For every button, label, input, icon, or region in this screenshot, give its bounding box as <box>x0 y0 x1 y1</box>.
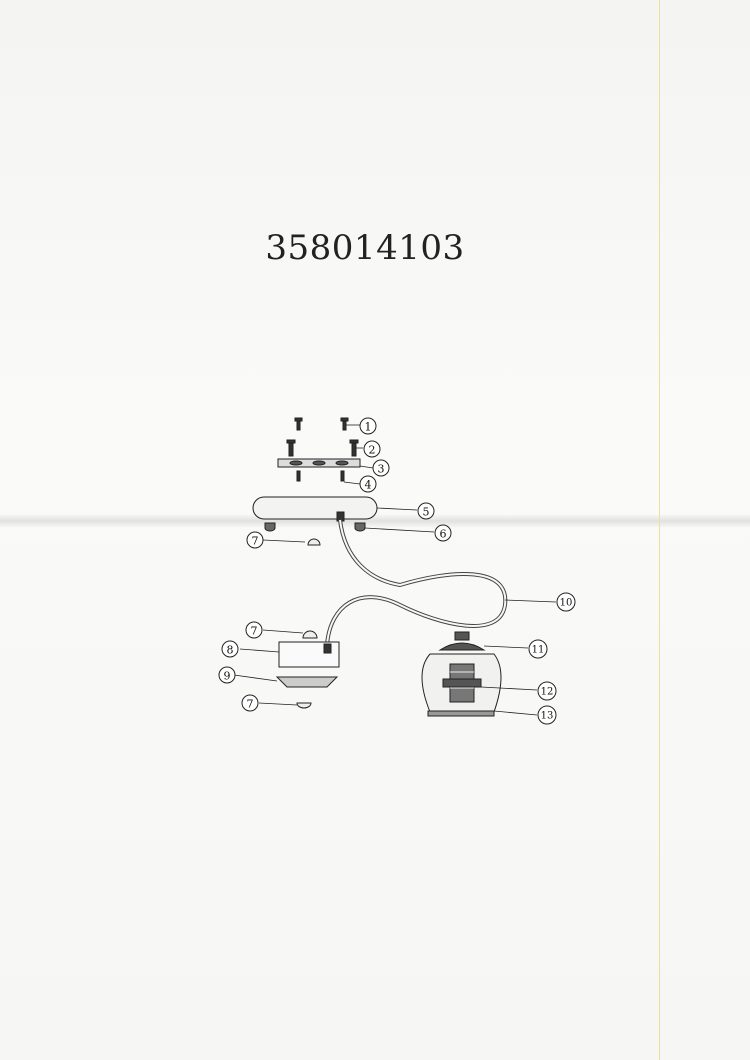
part-7-cap-middle <box>302 630 318 639</box>
part-6-caps <box>264 522 366 532</box>
part-7-cap-lower <box>296 702 312 709</box>
callout-7-lower: 7 <box>241 694 259 712</box>
model-number-title: 358014103 <box>265 228 465 268</box>
callout-7-middle: 7 <box>245 621 263 639</box>
part-3-mounting-bracket <box>277 458 361 468</box>
part-9-cover-plate <box>275 676 339 688</box>
callout-8-label: 8 <box>227 644 234 657</box>
callout-5: 5 <box>417 502 435 520</box>
leader-lines <box>233 424 557 716</box>
callout-12-label: 12 <box>541 687 554 698</box>
margin-rule <box>659 0 660 1060</box>
callout-7-upper: 7 <box>246 531 264 549</box>
callout-13: 13 <box>537 705 557 725</box>
callout-3: 3 <box>372 459 390 477</box>
callout-7-lower-label: 7 <box>247 698 254 711</box>
part-5-canopy-base <box>252 496 378 522</box>
callout-4: 4 <box>359 475 377 493</box>
part-7-cap-upper <box>307 538 321 546</box>
callout-10-label: 10 <box>560 598 573 609</box>
callout-9-label: 9 <box>224 670 231 683</box>
callout-7-middle-label: 7 <box>251 625 258 638</box>
callout-6-label: 6 <box>440 528 447 541</box>
callout-4-label: 4 <box>365 479 372 492</box>
callout-13-label: 13 <box>541 711 554 722</box>
callout-8: 8 <box>221 640 239 658</box>
part-11-lamp-holder <box>438 631 486 651</box>
part-12-socket <box>442 663 482 703</box>
part-2-bolts <box>286 439 359 457</box>
callout-2-label: 2 <box>369 444 376 457</box>
callout-11: 11 <box>528 639 548 659</box>
callout-9: 9 <box>218 666 236 684</box>
callout-3-label: 3 <box>378 463 385 476</box>
callout-1-label: 1 <box>365 421 372 434</box>
part-4-screws <box>296 470 345 482</box>
part-10-gooseneck-arm <box>325 519 508 646</box>
paper-fold-line <box>0 514 750 528</box>
callout-2: 2 <box>363 440 381 458</box>
callout-5-label: 5 <box>423 506 430 519</box>
callout-12: 12 <box>537 681 557 701</box>
part-8-junction-box <box>278 641 340 668</box>
callout-7-upper-label: 7 <box>252 535 259 548</box>
part-1-top-screws <box>294 417 349 431</box>
callout-11-label: 11 <box>532 645 545 656</box>
callout-6: 6 <box>434 524 452 542</box>
callout-1: 1 <box>359 417 377 435</box>
callout-10: 10 <box>556 592 576 612</box>
